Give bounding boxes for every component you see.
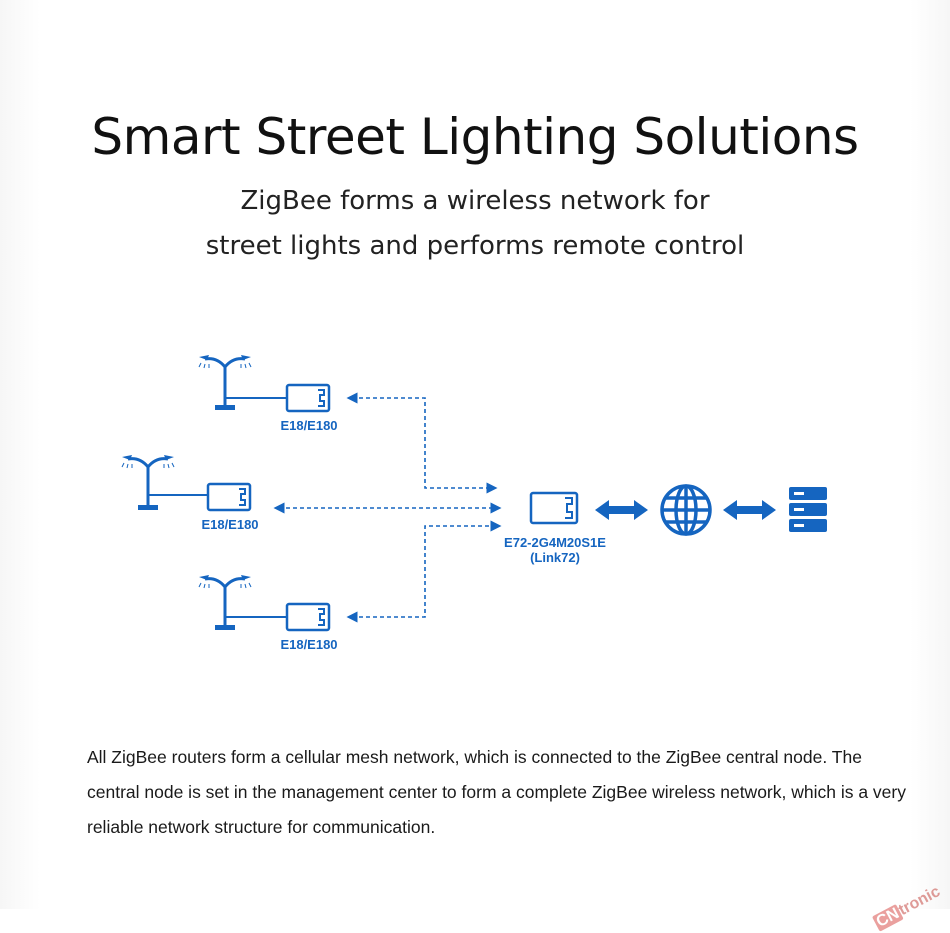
street-lamp-icon (120, 453, 176, 512)
network-diagram: E18/E180 E18/E180 E18/E180 E72-2G4M20S1E… (120, 353, 827, 652)
subtitle-line-1: ZigBee forms a wireless network for (240, 186, 710, 216)
globe-icon (660, 484, 712, 536)
router-label-2: E18/E180 (201, 517, 258, 532)
module-icon (206, 482, 252, 512)
module-icon (285, 602, 331, 632)
double-arrow-icon (723, 500, 776, 520)
subtitle-line-2: street lights and performs remote contro… (205, 231, 745, 261)
double-arrow-icon (595, 500, 648, 520)
mesh-links (273, 392, 502, 623)
router-label-3: E18/E180 (280, 637, 337, 652)
server-icon (789, 487, 827, 532)
street-lamp-icon (197, 353, 253, 412)
coordinator-label-2: (Link72) (530, 550, 580, 565)
router-label-1: E18/E180 (280, 418, 337, 433)
street-lamp-icon (197, 573, 253, 632)
module-icon (285, 383, 331, 413)
coordinator-module-icon (529, 491, 579, 525)
description-text: All ZigBee routers form a cellular mesh … (87, 747, 906, 837)
page-title: Smart Street Lighting Solutions (91, 108, 859, 166)
coordinator-label-1: E72-2G4M20S1E (504, 535, 606, 550)
